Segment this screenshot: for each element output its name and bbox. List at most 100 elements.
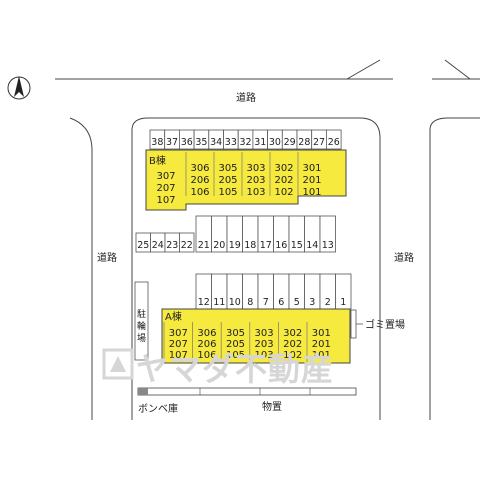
room-number: 205 <box>226 339 245 350</box>
road-label-left: 道路 <box>97 251 117 264</box>
room-number: 203 <box>255 339 274 350</box>
room-number: 106 <box>197 350 216 361</box>
parking-space-number: 10 <box>229 297 241 308</box>
parking-space-number: 28 <box>298 137 310 148</box>
garbage-area-label: ゴミ置場 <box>365 318 405 331</box>
room-number: 302 <box>283 328 302 339</box>
parking-space-number: 14 <box>306 240 318 251</box>
room-number: 203 <box>246 175 265 186</box>
parking-space-number: 37 <box>166 137 178 148</box>
parking-space-number: 8 <box>247 297 253 308</box>
road-label-right: 道路 <box>394 251 414 264</box>
parking-space-number: 33 <box>225 137 237 148</box>
room-number: 206 <box>197 339 216 350</box>
building-a-units: 3072071073062061063052051053032031033022… <box>163 322 331 362</box>
room-number: 105 <box>226 350 245 361</box>
building-b-name: B棟 <box>149 154 166 167</box>
parking-space-number: 21 <box>198 240 210 251</box>
building-b-room: 107 <box>156 195 175 206</box>
parking-space-number: 15 <box>291 240 303 251</box>
parking-space-number: 25 <box>137 240 149 251</box>
building-b-room: 307 <box>156 171 175 182</box>
room-number: 102 <box>274 187 293 198</box>
room-number: 206 <box>190 175 209 186</box>
parking-space <box>179 232 195 253</box>
parking-space-number: 23 <box>166 240 178 251</box>
bicycle-parking: 駐輪場 <box>134 281 149 361</box>
parking-space-number: 34 <box>210 137 222 148</box>
watermark: ヤマダ不動産 <box>102 348 334 388</box>
room-number: 103 <box>255 350 274 361</box>
parking-space-number: 20 <box>213 240 225 251</box>
storage-label: 物置 <box>262 400 282 413</box>
parking-space-number: 29 <box>284 137 296 148</box>
parking-space-number: 30 <box>269 137 281 148</box>
parking-space-number: 38 <box>151 137 163 148</box>
storage-strip: ボンベ庫 物置 <box>137 387 357 415</box>
parking-space-number: 6 <box>278 297 284 308</box>
parking-space-number: 27 <box>313 137 325 148</box>
room-number: 307 <box>169 328 188 339</box>
room-number: 202 <box>283 339 302 350</box>
room-number: 302 <box>274 163 293 174</box>
room-number: 306 <box>190 163 209 174</box>
room-number: 303 <box>246 163 265 174</box>
parking-space-number: 32 <box>240 137 252 148</box>
room-number: 202 <box>274 175 293 186</box>
room-number: 105 <box>218 187 237 198</box>
parking-space-number: 36 <box>181 137 193 148</box>
parking-space-number: 17 <box>260 240 272 251</box>
parking-space-number: 13 <box>322 240 334 251</box>
room-number: 207 <box>169 339 188 350</box>
room-number: 101 <box>312 350 331 361</box>
parking-space-number: 11 <box>213 297 225 308</box>
garbage-area: ゴミ置場 <box>350 309 405 339</box>
parking-space-number: 5 <box>294 297 300 308</box>
parking-space-number: 7 <box>263 297 269 308</box>
room-number: 306 <box>197 328 216 339</box>
room-number: 101 <box>302 187 321 198</box>
road-label-top: 道路 <box>236 91 256 104</box>
parking-space <box>319 215 336 253</box>
room-number: 205 <box>218 175 237 186</box>
parking-space-number: 12 <box>198 297 210 308</box>
parking-space <box>325 129 342 150</box>
room-number: 303 <box>255 328 274 339</box>
parking-space-number: 26 <box>328 137 340 148</box>
room-number: 301 <box>312 328 331 339</box>
room-number: 201 <box>302 175 321 186</box>
road-lines <box>55 59 480 420</box>
building-b-room: 207 <box>156 183 175 194</box>
room-number: 107 <box>169 350 188 361</box>
parking-space-number: 18 <box>244 240 256 251</box>
parking-space-number: 16 <box>275 240 287 251</box>
room-number: 103 <box>246 187 265 198</box>
watermark-text: ヤマダ不動産 <box>136 350 334 388</box>
north-arrow-icon <box>7 76 31 100</box>
bicycle-parking-label: 駐輪場 <box>137 308 146 344</box>
room-number: 305 <box>226 328 245 339</box>
room-number: 305 <box>218 163 237 174</box>
room-number: 301 <box>302 163 321 174</box>
parking-space-number: 22 <box>181 240 193 251</box>
building-b: B棟 307 207 107 3062061063052051053032031… <box>145 149 347 211</box>
room-number: 106 <box>190 187 209 198</box>
parking-space-number: 35 <box>195 137 207 148</box>
parking-space-number: 3 <box>309 297 315 308</box>
parking-space-number: 19 <box>229 240 241 251</box>
parking-space-number: 24 <box>152 240 164 251</box>
gas-cylinder-label: ボンベ庫 <box>138 402 178 415</box>
room-number: 102 <box>283 350 302 361</box>
room-number: 201 <box>312 339 331 350</box>
parking-space-number: 31 <box>254 137 266 148</box>
parking-space-number: 1 <box>340 297 346 308</box>
building-a-name: A棟 <box>165 310 182 323</box>
parking-space-number: 2 <box>325 297 331 308</box>
